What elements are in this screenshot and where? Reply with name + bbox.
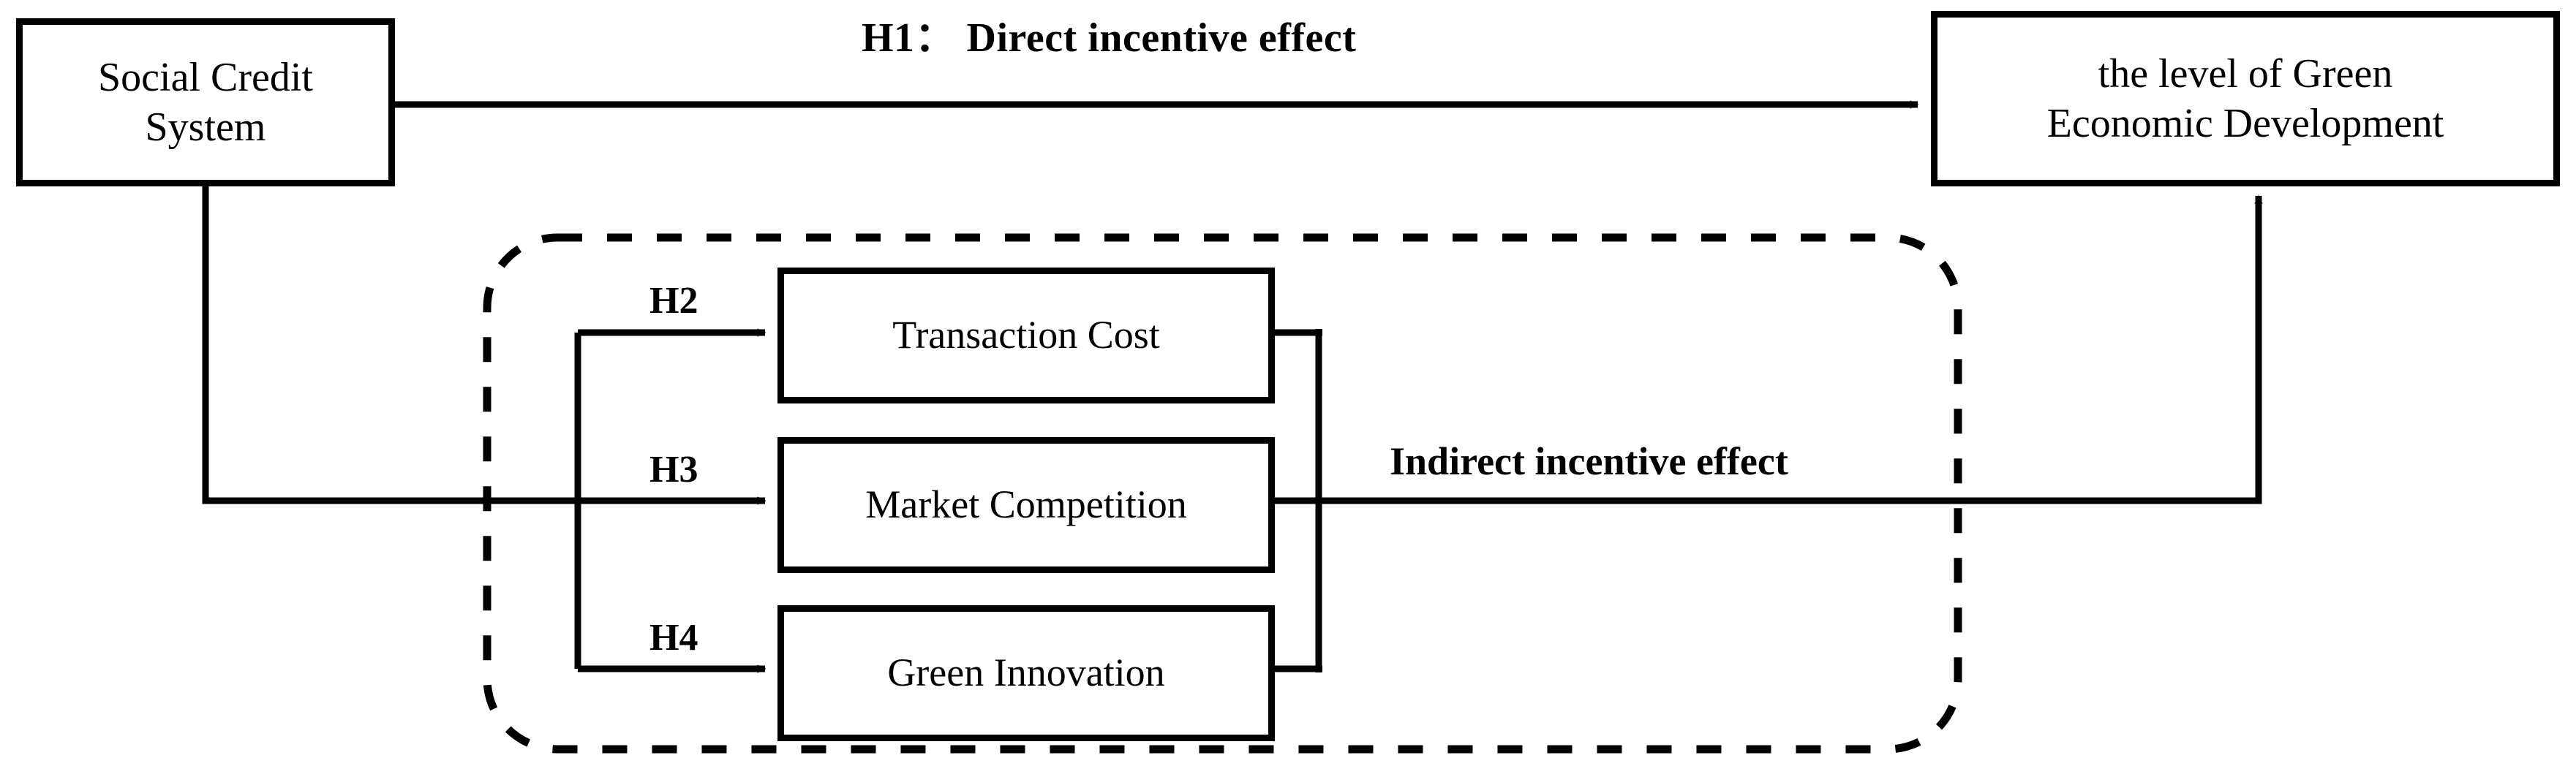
node-transaction-cost-label: Transaction Cost [892, 313, 1160, 357]
node-social-credit-system[interactable]: Social Credit System [16, 18, 395, 186]
node-green-economic-development[interactable]: the level of Green Economic Development [1931, 11, 2560, 186]
edge-label-h3: H3 [649, 449, 698, 490]
edge-label-h2: H2 [649, 280, 698, 322]
edge-label-indirect-incentive-effect: Indirect incentive effect [1390, 439, 1788, 483]
edge-label-h4: H4 [649, 617, 698, 659]
node-green-innovation[interactable]: Green Innovation [777, 605, 1275, 741]
node-gedev-line-1: the level of Green [2098, 50, 2393, 96]
edge-scs-to-mediators-trunk [202, 186, 578, 504]
node-green-economic-development-label: the level of Green Economic Development [2037, 49, 2455, 149]
node-market-competition-label: Market Competition [865, 482, 1187, 527]
node-scs-line-1: Social Credit [98, 54, 313, 100]
node-social-credit-system-label: Social Credit System [88, 53, 323, 153]
node-transaction-cost[interactable]: Transaction Cost [777, 268, 1275, 403]
node-scs-line-2: System [145, 105, 266, 150]
edge-label-h1-direct-incentive-effect: H1： Direct incentive effect [862, 15, 1357, 61]
node-gedev-line-2: Economic Development [2046, 101, 2444, 146]
node-market-competition[interactable]: Market Competition [777, 437, 1275, 573]
node-green-innovation-label: Green Innovation [887, 651, 1165, 695]
mediators-dashed-group [483, 233, 1962, 754]
edge-indirect-incentive-effect [1319, 194, 2263, 504]
